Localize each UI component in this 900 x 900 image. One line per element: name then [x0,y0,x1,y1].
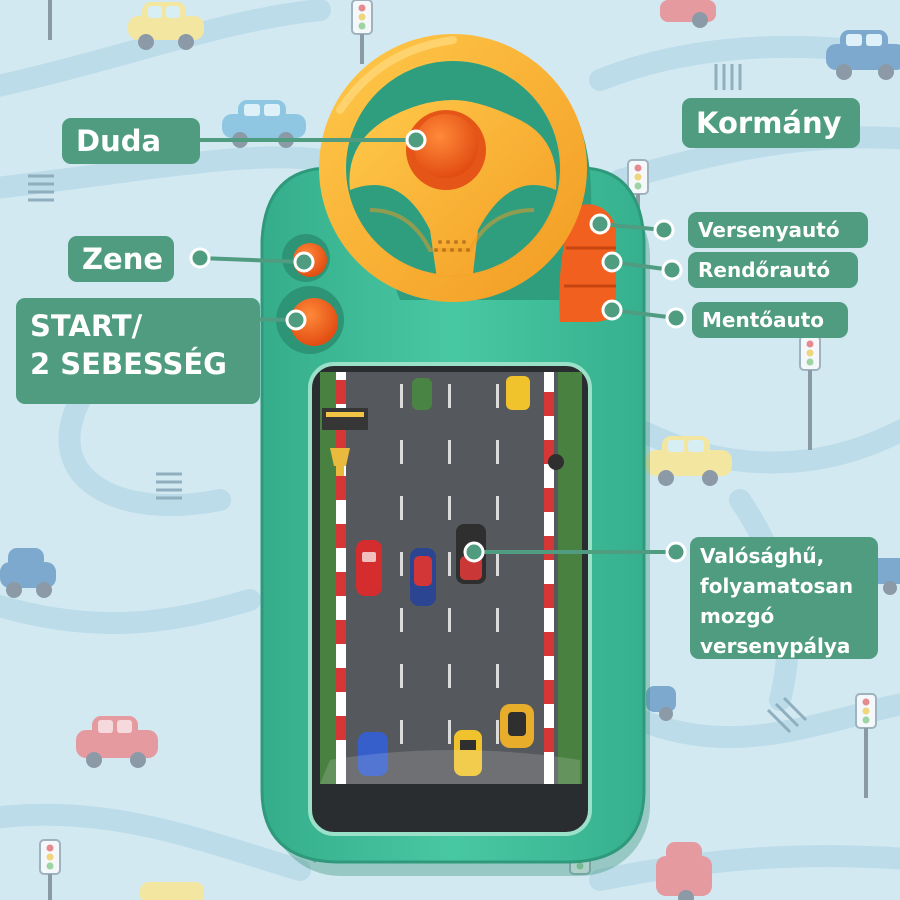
race-track-icon [320,372,582,784]
label-track-line1: Valósághű, [700,544,825,568]
label-start-line2: 2 SEBESSÉG [30,347,227,381]
horn-button-icon [406,110,486,190]
label-track-line3: mozgó [700,604,775,628]
label-race-car: Versenyautó [688,212,868,248]
start-button-icon [276,286,344,354]
label-steering-wheel: Kormány [682,98,860,148]
label-track-line4: versenypálya [700,634,851,658]
label-police-car: Rendőrautó [688,252,858,288]
label-start-line1: START/ [30,309,143,343]
label-start-speed: START/ 2 SEBESSÉG [16,298,260,404]
label-track-line2: folyamatosan [700,574,854,598]
label-ambulance: Mentőauto [692,302,848,338]
label-race-track: Valósághű, folyamatosan mozgó versenypál… [690,537,878,659]
label-music: Zene [68,236,174,282]
label-horn: Duda [62,118,200,164]
